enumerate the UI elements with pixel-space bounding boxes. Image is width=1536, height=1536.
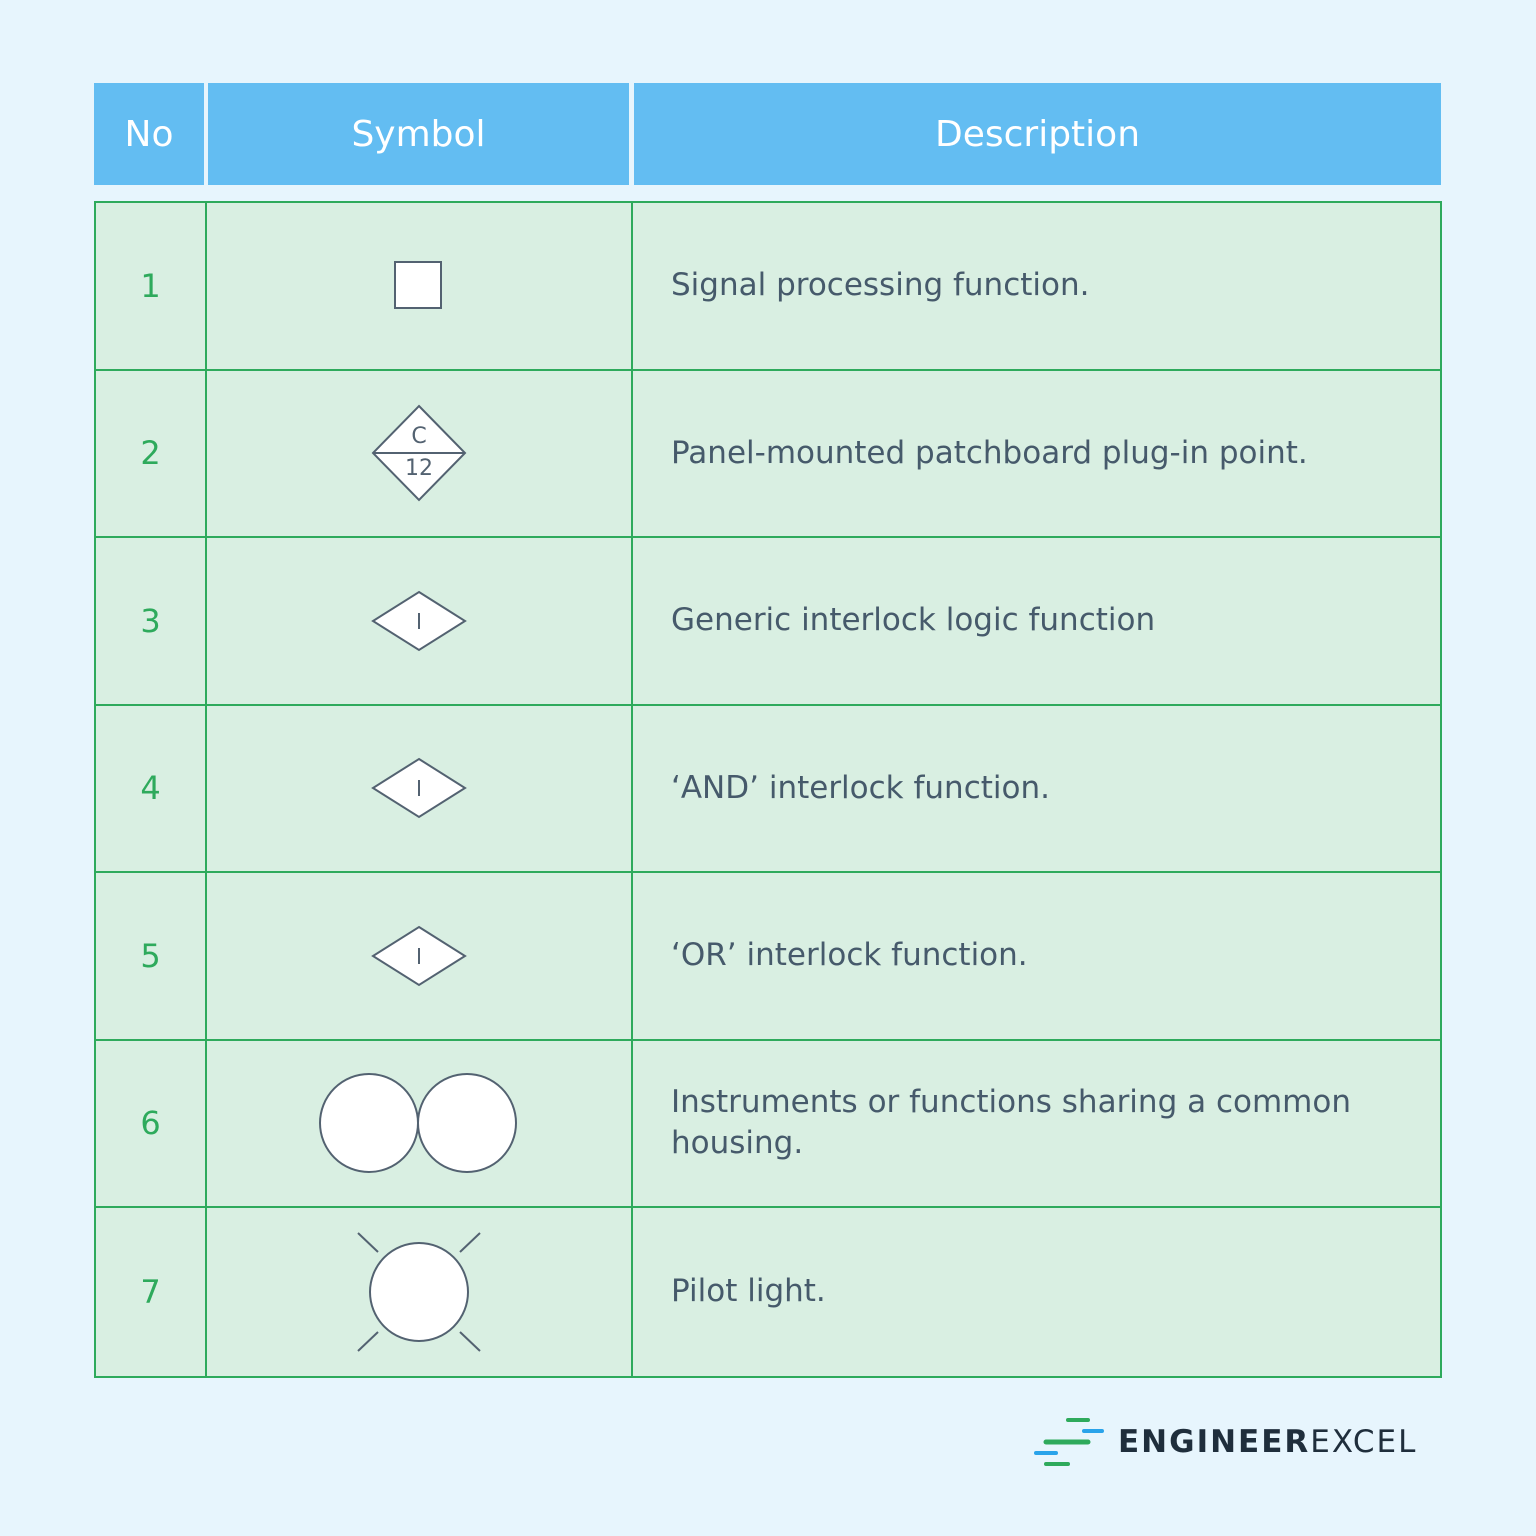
header-no: No	[94, 83, 204, 185]
engineerexcel-logo: ENGINEEREXCEL	[1032, 1416, 1417, 1468]
row-number: 4	[96, 705, 207, 871]
table-row: 4 ‘AND’ interlock function.	[96, 705, 1440, 873]
logo-wordmark: ENGINEEREXCEL	[1118, 1424, 1417, 1460]
row-number: 5	[96, 873, 207, 1039]
row-description: Signal processing function.	[671, 267, 1090, 304]
symbol-cell	[207, 1040, 633, 1206]
row-number: 2	[96, 370, 207, 536]
row-description: Pilot light.	[671, 1273, 826, 1310]
table-row: 1 Signal processing function.	[96, 203, 1440, 371]
row-number: 6	[96, 1040, 207, 1206]
row-number: 1	[96, 203, 207, 369]
table-row: 6 Instruments or functions sharing a com…	[96, 1040, 1440, 1208]
logo-bold-part: ENGINEER	[1118, 1424, 1311, 1460]
diamond-symbol-icon	[371, 925, 467, 986]
diamond-symbol-icon	[371, 590, 467, 651]
pilot-light-symbol-icon	[357, 1232, 481, 1352]
table-row: 7 Pilot light.	[96, 1208, 1440, 1376]
row-description: ‘OR’ interlock function.	[671, 937, 1028, 974]
symbol-bottom-label: 12	[405, 456, 433, 481]
split-diamond-symbol-icon: C 12	[371, 404, 467, 502]
symbol-table: 1 Signal processing function. 2 C 12 Pan…	[94, 201, 1442, 1378]
logo-lines-icon	[1034, 1418, 1104, 1466]
symbol-cell	[207, 705, 633, 871]
square-symbol-icon	[394, 260, 442, 309]
symbol-cell	[207, 1208, 633, 1376]
symbol-cell	[207, 203, 633, 369]
header-symbol: Symbol	[208, 83, 629, 185]
row-description: Instruments or functions sharing a commo…	[671, 1084, 1351, 1162]
logo-light-part: EXCEL	[1310, 1424, 1418, 1460]
symbol-cell: C 12	[207, 370, 633, 536]
row-number: 3	[96, 538, 207, 704]
row-description: Generic interlock logic function	[671, 602, 1156, 639]
symbol-cell	[207, 538, 633, 704]
symbol-top-label: C	[411, 424, 426, 449]
symbol-cell	[207, 873, 633, 1039]
row-description: ‘AND’ interlock function.	[671, 769, 1050, 806]
diamond-symbol-icon	[371, 758, 467, 819]
header-description: Description	[634, 83, 1441, 185]
double-circle-symbol-icon	[319, 1073, 517, 1174]
row-number: 7	[96, 1208, 207, 1376]
table-row: 3 Generic interlock logic function	[96, 538, 1440, 706]
table-row: 5 ‘OR’ interlock function.	[96, 873, 1440, 1041]
row-description: Panel-mounted patchboard plug-in point.	[671, 434, 1308, 471]
table-row: 2 C 12 Panel-mounted patchboard plug-in …	[96, 370, 1440, 538]
